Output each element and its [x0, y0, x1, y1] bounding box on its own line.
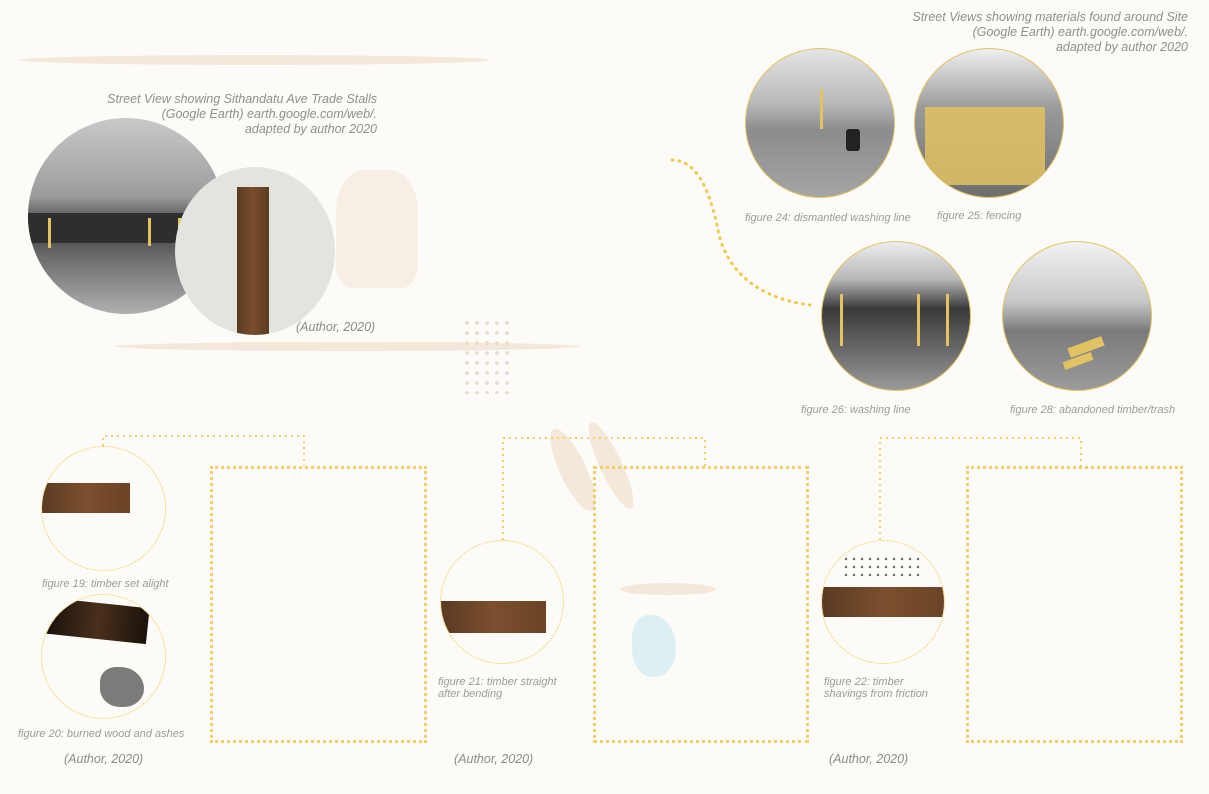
fig26-caption: figure 26: washing line — [801, 404, 911, 416]
fig19-caption: figure 19: timber set alight — [42, 578, 169, 590]
empty-frame-3 — [966, 466, 1183, 743]
fig20-caption: figure 20: burned wood and ashes — [18, 728, 185, 740]
fig22-photo — [821, 540, 945, 664]
fig22-caption: figure 22: timber shavings from friction — [824, 676, 928, 700]
fig26-photo — [821, 241, 971, 391]
credit-line-1: Street View showing Sithandatu Ave Trade… — [107, 92, 377, 106]
fig28-photo — [1002, 241, 1152, 391]
fig21-photo — [440, 540, 564, 664]
timber-plank-photo — [175, 167, 335, 335]
fig21-caption-line-2: after bending — [438, 688, 503, 700]
fig24-photo — [745, 48, 895, 198]
fig20-photo — [41, 594, 166, 719]
top-right-credit: Street Views showing materials found aro… — [912, 10, 1188, 55]
fig28-caption: figure 28: abandoned timber/trash — [1010, 404, 1176, 416]
credit-line-2: (Google Earth) earth.google.com/web/. — [972, 25, 1188, 39]
brush-stroke-mid — [115, 342, 580, 351]
blue-wash-shape — [632, 615, 676, 677]
empty-frame-1 — [210, 466, 427, 743]
author-credit-2: (Author, 2020) — [454, 752, 534, 766]
credit-line-3: adapted by author 2020 — [1055, 40, 1188, 54]
fig19-photo — [41, 446, 166, 571]
author-credit-1: (Author, 2020) — [64, 752, 144, 766]
fig22-caption-line-2: shavings from friction — [824, 688, 928, 700]
brush-stroke-small — [620, 583, 716, 595]
fig21-caption: figure 21: timber straight after bending — [438, 676, 557, 700]
fig24-caption: figure 24: dismantled washing line — [745, 212, 911, 224]
brush-stroke-top — [20, 55, 490, 65]
empty-frame-2 — [593, 466, 809, 743]
fig25-photo — [914, 48, 1064, 198]
pebble-pattern — [462, 318, 512, 394]
fig22-caption-line-1: figure 22: timber — [824, 676, 904, 688]
credit-line-2: (Google Earth) earth.google.com/web/. — [161, 107, 377, 121]
top-left-credit: Street View showing Sithandatu Ave Trade… — [107, 92, 377, 137]
fig21-caption-line-1: figure 21: timber straight — [438, 676, 557, 688]
credit-line-1: Street Views showing materials found aro… — [912, 10, 1188, 24]
fig25-caption: figure 25: fencing — [937, 210, 1022, 222]
credit-line-3: adapted by author 2020 — [244, 122, 377, 136]
author-credit-3: (Author, 2020) — [829, 752, 909, 766]
dress-sketch — [336, 170, 418, 288]
author-credit-top: (Author, 2020) — [296, 320, 376, 334]
